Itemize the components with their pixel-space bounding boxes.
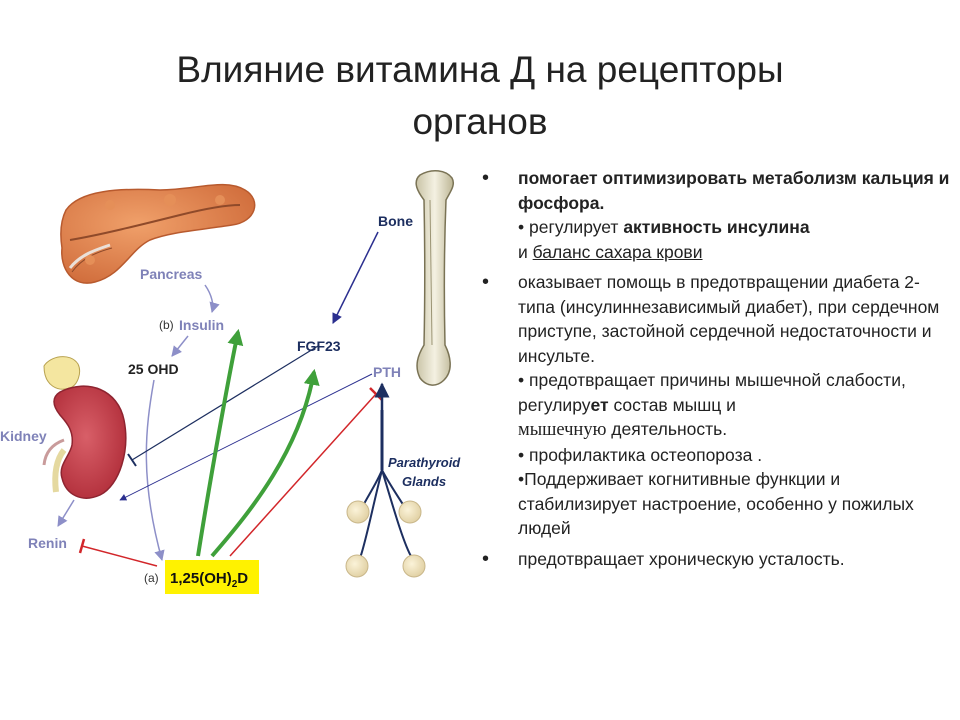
slide-title-line-2: органов — [412, 101, 548, 142]
bullet-muscle-prefix: • предотвращает причины мышечной слабост… — [518, 370, 906, 415]
pth-label: PTH — [373, 364, 401, 380]
insulin-to-25ohd-arrow — [171, 335, 189, 357]
bullet-fatigue-text: предотвращает хроническую усталость. — [518, 548, 845, 569]
fgf23-label: FGF23 — [297, 338, 341, 354]
bullet-metabolism-heading: помогает оптимизировать метаболизм кальц… — [518, 168, 950, 213]
bullet-osteoporosis: • профилактика остеопороза . — [518, 444, 763, 465]
bullet-muscle-bold-fragment: ет — [590, 394, 609, 415]
bullet-fatigue: предотвращает хроническую усталость. — [480, 547, 950, 572]
slide-title: Влияние витамина Д на рецепторы органов — [60, 44, 900, 148]
bullet-muscle-suffix: состав мышц и — [608, 394, 736, 415]
a-marker: (a) — [144, 571, 159, 585]
bullet-diabetes-text: оказывает помощь в предотвращении диабет… — [518, 272, 940, 366]
bullet-muscle-text: • предотвращает причины мышечной слабост… — [518, 368, 950, 417]
bullet-diabetes: оказывает помощь в предотвращении диабет… — [480, 270, 950, 541]
insulin-label: Insulin — [179, 317, 224, 333]
pth-to-kidney-arrow — [119, 373, 373, 501]
calcitriol-inhibits-pth-line — [229, 393, 377, 557]
calcitriol-highlight — [165, 560, 259, 594]
bullet-insulin-activity: активность инсулина — [623, 217, 810, 237]
bone-to-fgf23-arrow — [332, 231, 379, 324]
kidney-illustration — [42, 356, 127, 499]
calcitriol-label: 1,25(OH)2D — [170, 570, 248, 590]
calcitriol-to-fgf23-arrow — [210, 368, 320, 558]
bullet-blood-sugar-line: и баланс сахара крови — [518, 240, 950, 265]
slide-title-line-1: Влияние витамина Д на рецепторы — [176, 49, 784, 90]
bullet-muscle-activity: мышечную деятельность. — [518, 417, 950, 443]
bullet-blood-sugar-prefix: и — [518, 241, 533, 262]
kidney-to-renin-arrow — [57, 499, 75, 527]
calcitriol-to-insulin-arrow — [196, 328, 244, 557]
bullet-metabolism: помогает оптимизировать метаболизм кальц… — [480, 166, 950, 264]
parathyroid-glands-illustration — [345, 410, 426, 578]
pancreas-illustration — [60, 183, 256, 284]
pancreas-to-insulin-arrow — [204, 284, 220, 314]
25ohd-label: 25 OHD — [128, 361, 179, 377]
bullet-cognitive: •Поддерживает когнитивные функции и стаб… — [518, 469, 914, 538]
bullet-muscle-activity-suffix: деятельность. — [606, 419, 728, 439]
pathway-arrows — [57, 231, 390, 567]
vitamin-d-diagram: Bone Pancreas (b) Insulin FGF23 25 OHD P… — [0, 170, 461, 594]
calcitriol-end-text: D — [237, 570, 248, 587]
bone-illustration — [415, 170, 455, 386]
25ohd-to-calcitriol-arrow — [145, 379, 165, 562]
bone-label: Bone — [378, 213, 413, 229]
pancreas-label: Pancreas — [140, 266, 202, 282]
parathyroid-label-line-1: Parathyroid — [388, 455, 461, 470]
bullet-muscle-serif-word: мышечную — [518, 420, 607, 440]
kidney-label: Kidney — [0, 428, 47, 444]
parathyroid-label-line-2: Glands — [402, 474, 446, 489]
bullet-insulin-line: • регулирует активность инсулина — [518, 215, 950, 240]
calcitriol-subscript: 2 — [232, 579, 238, 590]
renin-label: Renin — [28, 535, 67, 551]
bullet-blood-sugar-balance: баланс сахара крови — [532, 241, 703, 262]
benefits-list: помогает оптимизировать метаболизм кальц… — [480, 166, 950, 577]
bullet-insulin-prefix: • регулирует — [518, 217, 624, 237]
calcitriol-main-text: 1,25(OH) — [170, 570, 232, 587]
calcitriol-inhibits-renin-line — [81, 545, 158, 567]
b-marker: (b) — [159, 318, 174, 332]
